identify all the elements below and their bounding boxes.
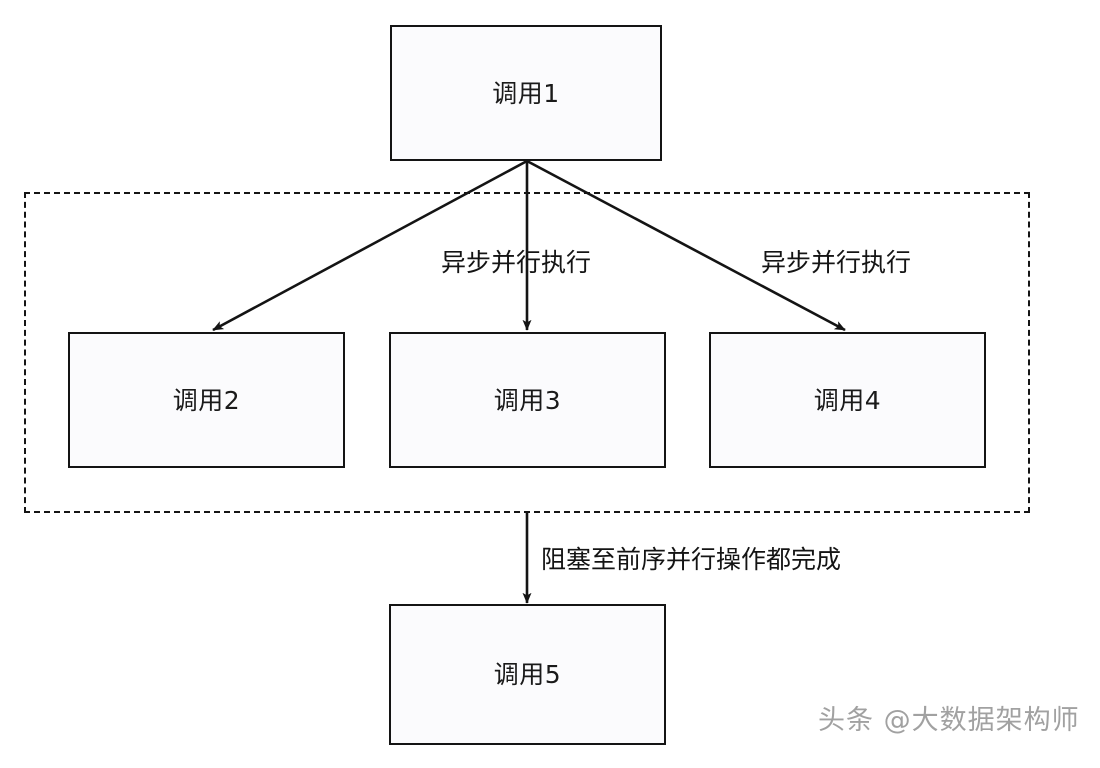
node-call5-label: 调用5 (493, 660, 562, 689)
watermark: 头条 @大数据架构师 (818, 705, 1080, 736)
node-call3[interactable]: 调用3 (389, 332, 666, 468)
node-call4[interactable]: 调用4 (709, 332, 986, 468)
node-call1-label: 调用1 (492, 78, 560, 108)
node-call2[interactable]: 调用2 (68, 332, 345, 468)
edge-label-call1-to-call3: 异步并行执行 (441, 248, 592, 277)
node-call1[interactable]: 调用1 (390, 25, 662, 161)
node-call5[interactable]: 调用5 (389, 604, 666, 745)
edge-label-call1-to-call4: 异步并行执行 (761, 248, 912, 277)
node-call4-label: 调用4 (813, 385, 882, 415)
edge-call1-to-call4 (526, 159, 846, 332)
node-call2-label: 调用2 (172, 385, 241, 415)
parallel-group-boundary (24, 192, 1030, 513)
edge-call1-to-call2 (212, 159, 528, 332)
node-call3-label: 调用3 (493, 385, 562, 415)
edge-label-group-to-call5: 阻塞至前序并行操作都完成 (541, 545, 842, 574)
